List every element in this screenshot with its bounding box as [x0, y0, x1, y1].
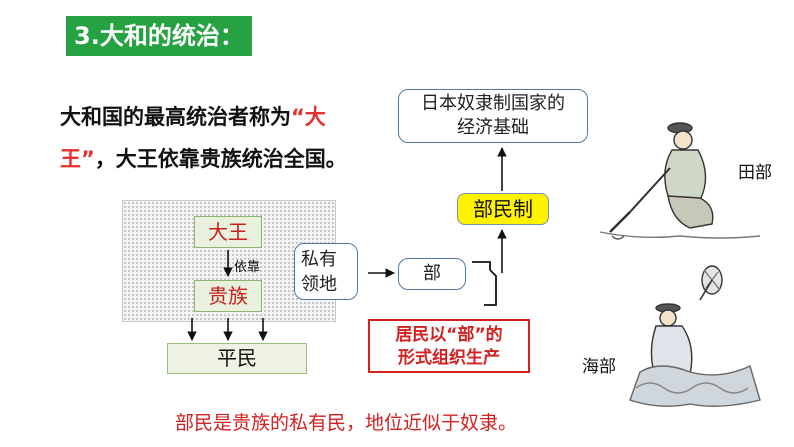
haibu-label: 海部 — [582, 357, 616, 377]
intro-text: 大和国的最高统治者称为“大 王”，大王依靠贵族统治全国。 — [60, 96, 380, 180]
yikao-label: 依靠 — [234, 260, 261, 275]
bumin-box: 部民制 — [457, 193, 549, 225]
pingmin-box: 平民 — [167, 343, 307, 374]
dawang-box: 大王 — [194, 216, 262, 248]
guizu-box: 贵族 — [194, 280, 262, 312]
economic-basis-line1: 日本奴隶制国家的 — [421, 93, 565, 114]
brace-connector — [472, 261, 497, 306]
farmer-illustration — [599, 122, 761, 240]
section-title: 3.大和的统治： — [66, 16, 252, 56]
economic-basis-box: 日本奴隶制国家的 经济基础 — [398, 89, 588, 143]
intro-line2: ，大王依靠贵族统治全国。 — [94, 147, 347, 171]
organization-note-line2: 形式组织生产 — [398, 348, 500, 368]
intro-quote2: 王” — [60, 147, 95, 171]
tianbu-label: 田部 — [738, 163, 772, 183]
intro-line1: 大和国的最高统治者称为 — [60, 105, 291, 129]
organization-note-box: 居民以“部”的 形式组织生产 — [368, 319, 530, 373]
private-land-line2: 领地 — [301, 274, 337, 295]
intro-quote1: “大 — [291, 105, 326, 129]
organization-note-line1: 居民以“部”的 — [395, 325, 503, 345]
private-land-box: 私有 领地 — [294, 243, 358, 300]
bottom-note: 部民是贵族的私有民，地位近似于奴隶。 — [175, 412, 518, 434]
bu-box: 部 — [398, 258, 466, 290]
fisherman-illustration — [629, 265, 761, 407]
economic-basis-line2: 经济基础 — [457, 117, 529, 138]
private-land-line1: 私有 — [301, 249, 337, 270]
